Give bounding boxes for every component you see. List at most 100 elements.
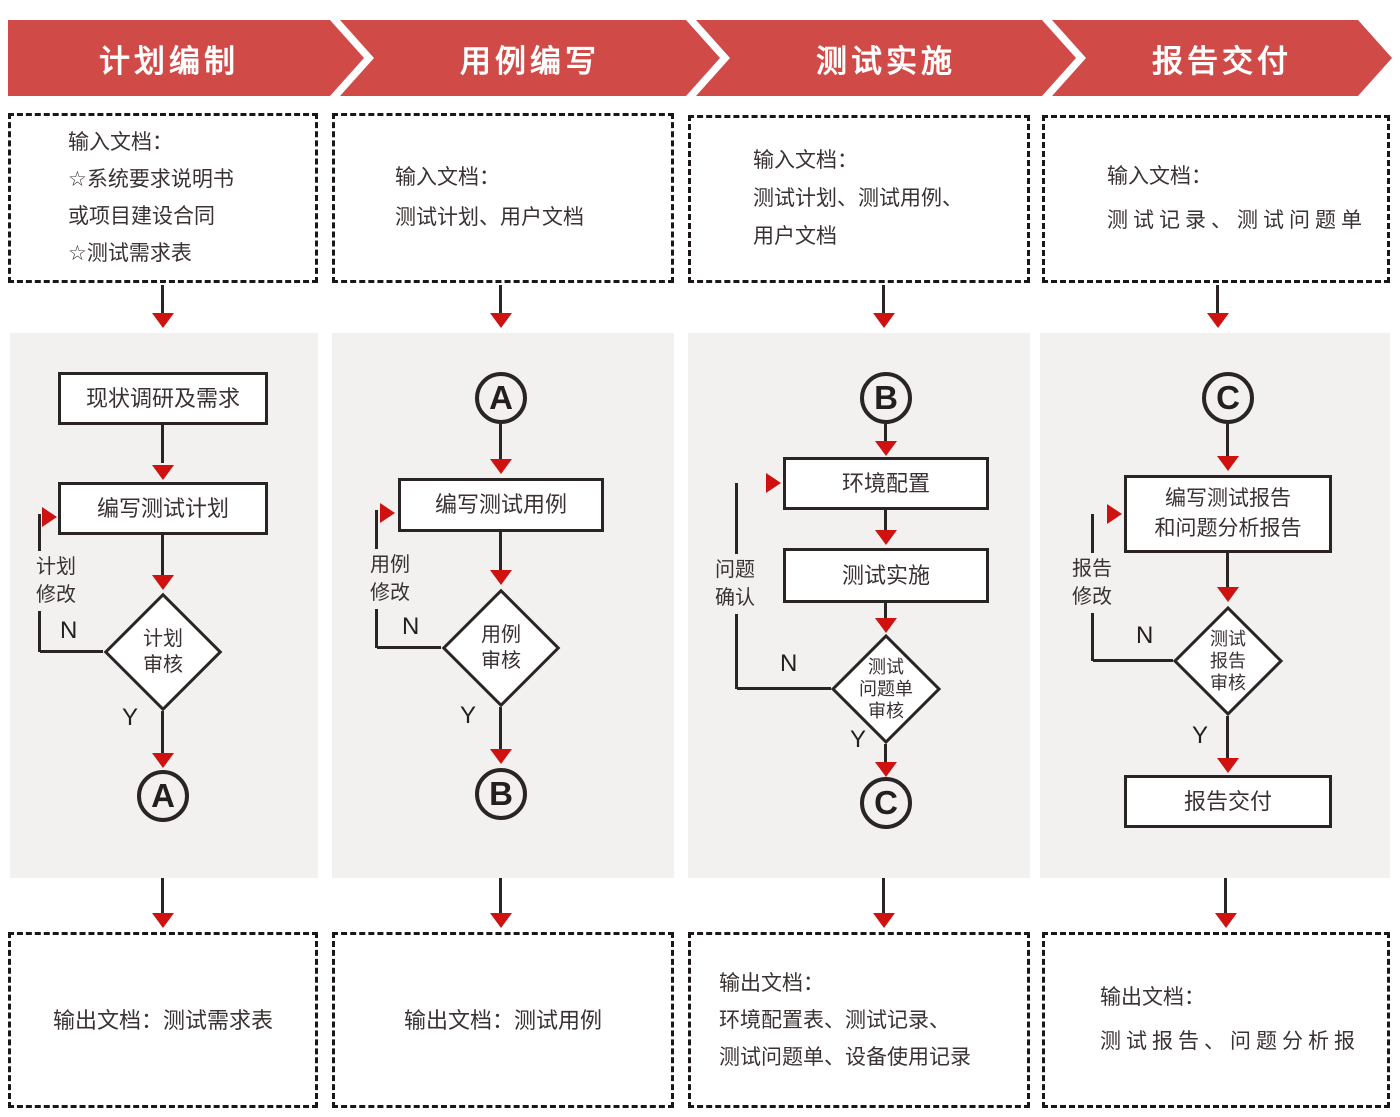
process-box-label: 环境配置 [841,470,930,496]
process-box-line: 和问题分析报告 [1154,517,1302,540]
input-doc-line: 输入文档： [753,149,858,172]
label-yes: Y [122,704,139,731]
process-box-report-delivery: 报告交付 [1124,775,1332,828]
right-arrow-icon [766,473,781,493]
loop-label-line: 用例 [370,554,410,576]
connector-line [161,878,164,914]
loop-label-case-revise: 用例 修改 [356,549,424,609]
flow-line [884,603,887,619]
input-doc-line: 测试计划、测试用例、 [753,187,963,210]
flow-line [499,424,502,460]
output-doc-line: 测试报告、问题分析报 [1100,1030,1360,1053]
process-box-write-report: 编写测试报告 和问题分析报告 [1124,475,1332,553]
loop-label-report-revise: 报告 修改 [1060,553,1124,613]
decision-line: 审核 [143,654,183,676]
output-doc-box-execution: 输出文档： 环境配置表、测试记录、 测试问题单、设备使用记录 [688,932,1030,1108]
label-no: N [1136,622,1154,649]
loop-label-line: 报告 [1072,558,1112,580]
connector-line [882,878,885,914]
decision-line: 计划 [143,628,183,650]
loop-label-line: 修改 [36,584,76,606]
connector-letter: B [489,775,513,812]
connector-letter: C [1216,379,1240,416]
phase-title: 计划编制 [99,43,239,79]
down-arrow-icon [875,441,897,456]
input-doc-box-report: 输入文档： 测试记录、测试问题单 [1042,115,1390,283]
output-doc-line: 输出文档： [1100,986,1205,1009]
label-no: N [60,617,78,644]
down-arrow-icon [152,913,174,928]
phase-title: 报告交付 [1152,43,1292,79]
input-doc-line: 输入文档： [68,131,173,154]
phase-title: 测试实施 [816,43,956,79]
down-arrow-icon [152,465,174,480]
phase-banner-execution: 测试实施 [696,20,1076,96]
process-box-label: 编写测试用例 [434,492,567,517]
process-box-env-config: 环境配置 [783,457,989,510]
decision-line: 审核 [1210,673,1246,693]
input-doc-line: 输入文档： [1107,165,1212,188]
loop-line [1093,659,1173,662]
input-doc-line: 测试记录、测试问题单 [1107,209,1367,232]
loop-label-line: 修改 [1072,586,1112,608]
connector-letter: A [489,379,513,416]
label-yes: Y [460,702,477,729]
connector-circle-a-start: A [475,372,527,424]
decision-line: 测试 [868,657,904,677]
label-yes: Y [1192,722,1209,749]
output-doc-box-cases: 输出文档：测试用例 [332,932,674,1108]
connector-circle-c: C [860,777,912,829]
flow-line [499,707,502,751]
input-doc-line: 输入文档： [395,166,500,189]
process-box-label: 测试实施 [841,562,930,588]
process-box-write-cases: 编写测试用例 [398,478,604,532]
connector-line [1224,878,1227,914]
connector-circle-b: B [475,768,527,820]
connector-letter: B [874,379,898,416]
flow-line [161,425,164,463]
label-yes: Y [850,726,867,753]
connector-letter: A [151,777,175,814]
phase-title: 用例编写 [460,43,600,79]
loop-label-line: 计划 [36,556,76,578]
connector-line [161,285,164,315]
input-doc-box-cases: 输入文档： 测试计划、用户文档 [332,113,674,283]
loop-label-line: 问题 [715,559,755,581]
connector-circle-c-start: C [1202,372,1254,424]
down-arrow-icon [152,313,174,328]
input-doc-line: 测试计划、用户文档 [395,206,584,229]
down-arrow-icon [875,618,897,633]
process-box-line: 编写测试报告 [1165,487,1291,510]
process-box-label: 报告交付 [1183,788,1272,814]
down-arrow-icon [152,575,174,590]
phase-banner-plan: 计划编制 [8,20,364,96]
right-arrow-icon [42,507,57,527]
down-arrow-icon [152,753,174,768]
loop-label-line: 确认 [715,587,755,609]
input-doc-line: 或项目建设合同 [68,205,215,228]
loop-line [737,687,831,690]
down-arrow-icon [873,913,895,928]
output-doc-box-report: 输出文档： 测试报告、问题分析报 [1042,932,1390,1108]
output-doc-line: 输出文档：测试用例 [403,1007,602,1033]
label-no: N [780,650,798,677]
process-box-survey: 现状调研及需求 [58,372,268,425]
loop-label-plan-revise: 计划 修改 [22,551,90,611]
flow-line [1226,553,1229,589]
down-arrow-icon [490,749,512,764]
down-arrow-icon [1217,456,1239,471]
down-arrow-icon [490,913,512,928]
process-box-label: 编写测试计划 [96,495,229,521]
output-doc-line: 环境配置表、测试记录、 [719,1008,950,1032]
decision-line: 审核 [868,701,904,721]
decision-label: 测试 问题单 审核 [826,656,946,722]
output-doc-line: 输出文档： [719,971,824,995]
input-doc-line: ☆测试需求表 [68,242,192,265]
down-arrow-icon [490,570,512,585]
decision-line: 审核 [481,650,521,672]
input-doc-line: ☆系统要求说明书 [68,168,234,191]
flow-line [499,532,502,572]
down-arrow-icon [490,313,512,328]
input-doc-line: 用户文档 [753,225,837,248]
